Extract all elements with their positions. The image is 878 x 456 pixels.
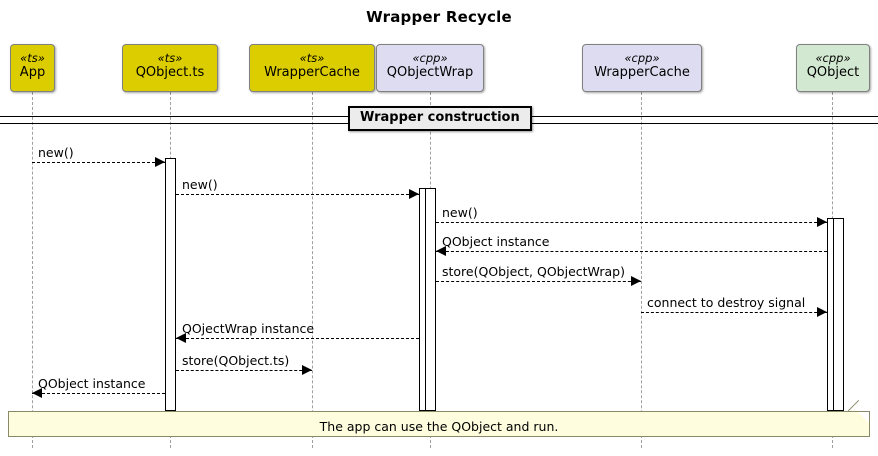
message-label: connect to destroy signal: [647, 295, 806, 310]
participant-name: App: [19, 65, 46, 81]
participant-name: QObjectWrap: [386, 65, 474, 81]
message-label: QObject instance: [38, 376, 146, 391]
divider-label-wrapper-construction: Wrapper construction: [348, 106, 532, 132]
participant-name: WrapperCache: [594, 65, 690, 81]
participant-qobject: «cpp»QObject: [796, 44, 870, 92]
participant-wcache_ts: «ts»WrapperCache: [249, 44, 375, 92]
page-title: Wrapper Recycle: [366, 8, 512, 26]
participant-stereotype: «cpp»: [412, 51, 448, 65]
participant-app: «ts»App: [10, 44, 55, 92]
participant-name: QObject: [806, 65, 860, 81]
participant-stereotype: «ts»: [299, 51, 325, 65]
message-arrowhead: [32, 388, 42, 398]
message-arrowhead: [436, 246, 446, 256]
message-arrowhead: [155, 157, 165, 167]
message-label: new(): [442, 205, 478, 220]
message-arrowhead: [302, 365, 312, 375]
participant-stereotype: «ts»: [20, 51, 45, 65]
message-line: [176, 194, 419, 195]
lifeline-app: [32, 92, 33, 448]
message-arrowhead: [409, 189, 419, 199]
participant-qobject_ts: «ts»QObject.ts: [122, 44, 218, 92]
message-label: store(QObject.ts): [182, 353, 290, 368]
message-line: [32, 393, 165, 394]
message-arrowhead: [176, 333, 186, 343]
participant-stereotype: «cpp»: [815, 51, 851, 65]
message-label: new(): [182, 177, 218, 192]
participant-qobjwrap: «cpp»QObjectWrap: [376, 44, 484, 92]
message-arrowhead: [817, 217, 827, 227]
participant-wcache_cpp: «cpp»WrapperCache: [582, 44, 702, 92]
message-label: QObject instance: [442, 234, 550, 249]
lifeline-wcache_cpp: [641, 92, 642, 448]
message-label: QOjectWrap instance: [182, 321, 315, 336]
lifeline-wcache_ts: [312, 92, 313, 448]
activation-qobject-4: [833, 218, 844, 411]
message-line: [176, 338, 419, 339]
message-arrowhead: [817, 307, 827, 317]
note-fold-corner-icon: [858, 412, 869, 423]
message-line: [176, 370, 312, 371]
note-app-can-use-qobject: The app can use the QObject and run.: [8, 399, 870, 437]
message-line: [32, 162, 165, 163]
message-label: new(): [38, 145, 74, 160]
participant-name: QObject.ts: [135, 65, 205, 81]
message-label: store(QObject, QObjectWrap): [442, 264, 625, 279]
message-line: [641, 312, 827, 313]
participant-stereotype: «ts»: [157, 51, 183, 65]
message-line: [436, 281, 641, 282]
participant-stereotype: «cpp»: [624, 51, 660, 65]
participant-name: WrapperCache: [264, 65, 360, 81]
activation-qobject_ts-0: [165, 158, 176, 411]
message-line: [436, 222, 827, 223]
activation-qobjwrap-2: [425, 188, 436, 411]
message-arrowhead: [631, 276, 641, 286]
note-text: The app can use the QObject and run.: [319, 419, 559, 434]
message-line: [436, 251, 827, 252]
